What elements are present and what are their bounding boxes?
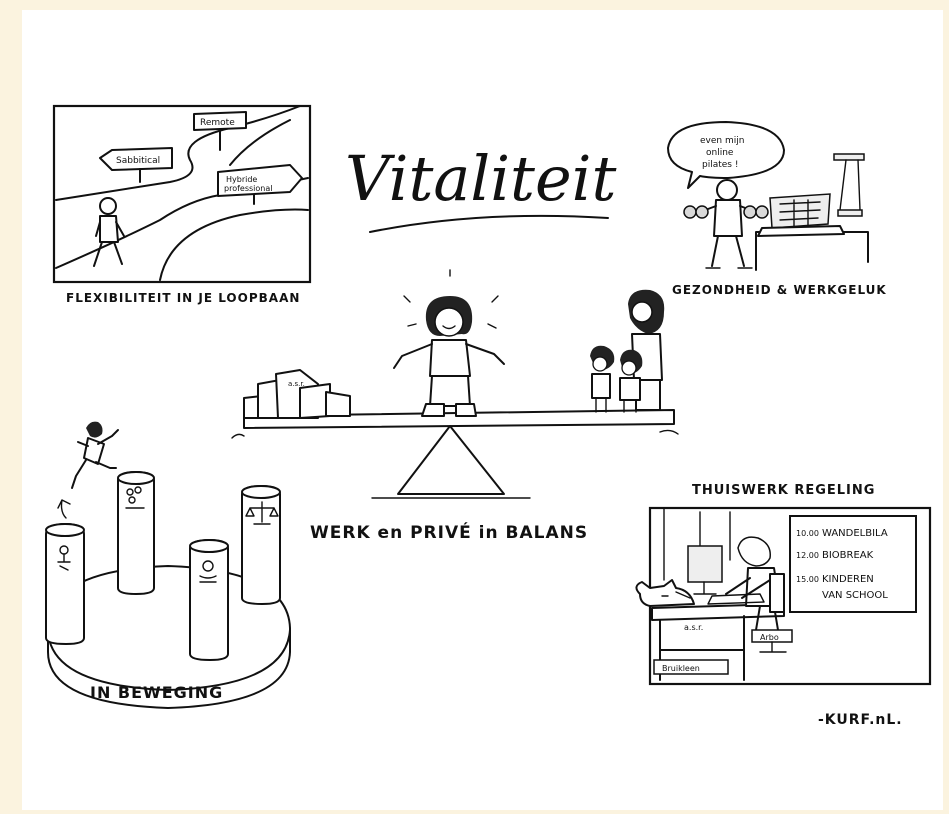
- sign-remote-label: Remote: [200, 118, 235, 128]
- woman-balancing-icon: [393, 269, 505, 417]
- sign-sabbatical: Sabbitical: [99, 147, 173, 183]
- pilates-person-icon: [683, 179, 769, 269]
- chair-label: Arbo: [760, 633, 779, 642]
- pillar-2: [117, 471, 155, 595]
- road-line: [159, 208, 309, 281]
- vitaliteit-illustration: Vitaliteit Sabbitical Remote Hybride pro…: [45, 104, 932, 728]
- home-desk: [651, 603, 785, 621]
- flex-panel: Sabbitical Remote Hybride professional F…: [52, 104, 312, 305]
- road-line: [229, 119, 291, 166]
- scales-icon: [245, 501, 279, 525]
- home-panel: THUISWERK REGELING 10.00 WANDELBILA 12.0…: [635, 483, 932, 686]
- balance-scene: a.s.r.: [231, 269, 679, 543]
- laptop-icon: [757, 193, 845, 237]
- illustration-canvas: Vitaliteit Sabbitical Remote Hybride pro…: [22, 10, 943, 810]
- schedule-item-1: WANDELBILA: [822, 528, 888, 539]
- work-boxes-icon: a.s.r.: [243, 369, 351, 419]
- schedule-board: 10.00 WANDELBILA 12.00 BIOBREAK 15.00 KI…: [789, 515, 917, 613]
- platform-edge: [47, 629, 291, 691]
- bubble-text-2: online: [706, 148, 734, 158]
- family-icon: [590, 289, 665, 413]
- health-caption: GEZONDHEID & WERKGELUK: [672, 283, 887, 297]
- jumping-person-icon: [57, 421, 119, 519]
- sign-sabbatical-label: Sabbitical: [116, 156, 160, 166]
- movement-caption: IN BEWEGING: [90, 683, 223, 702]
- schedule-time-1: 10.00: [796, 529, 819, 538]
- person-pillar-icon: [57, 545, 71, 571]
- title-underline: [369, 214, 609, 233]
- bubble-text-3: pilates !: [702, 160, 738, 170]
- pillar-1: [45, 523, 85, 645]
- seesaw-plank: [243, 409, 675, 429]
- pillar-4: [241, 485, 281, 605]
- schedule-item-2: BIOBREAK: [822, 550, 874, 561]
- health-panel: even mijn online pilates ! GEZONDHEID & …: [667, 121, 887, 297]
- flex-caption: FLEXIBILITEIT IN JE LOOPBAAN: [66, 291, 300, 305]
- sign-hybride-label-1: Hybride: [226, 175, 257, 184]
- balance-caption: WERK en PRIVÉ in BALANS: [310, 521, 588, 543]
- schedule-item-3: KINDEREN: [822, 574, 874, 585]
- cat-icon: [635, 579, 695, 607]
- sign-hybride: Hybride professional: [217, 164, 303, 205]
- chair-icon: Arbo: [751, 573, 793, 653]
- movement-panel: IN BEWEGING: [45, 421, 291, 709]
- bubble-text-1: even mijn: [700, 136, 744, 146]
- sign-remote: Remote: [193, 111, 247, 151]
- schedule-time-3: 15.00: [796, 575, 819, 584]
- wobble-lines: [231, 429, 679, 439]
- sign-hybride-label-2: professional: [224, 184, 272, 193]
- schedule-item-4: VAN SCHOOL: [822, 590, 888, 601]
- desk-label: a.s.r.: [684, 623, 703, 632]
- desk: [755, 231, 869, 271]
- schedule-time-2: 12.00: [796, 551, 819, 560]
- credit-signature: -KURF.nL.: [818, 712, 903, 728]
- box-label: a.s.r.: [288, 380, 305, 388]
- pillar-3: [189, 539, 229, 661]
- hand-coin-icon: [199, 560, 217, 583]
- monitor-icon: [687, 545, 723, 595]
- road-line: [55, 105, 301, 201]
- page-title: Vitaliteit: [345, 142, 616, 215]
- walking-person-icon: [93, 197, 125, 267]
- title-group: Vitaliteit: [345, 142, 616, 233]
- drawer: [653, 659, 729, 675]
- group-people-icon: [125, 486, 145, 509]
- keyboard: [707, 593, 765, 605]
- seesaw-fulcrum: [397, 425, 505, 495]
- platform-disk: [47, 565, 291, 709]
- lamp-icon: [833, 153, 865, 217]
- home-caption: THUISWERK REGELING: [692, 483, 875, 498]
- drawer-label: Bruikleen: [662, 664, 700, 673]
- speech-bubble: [667, 121, 785, 189]
